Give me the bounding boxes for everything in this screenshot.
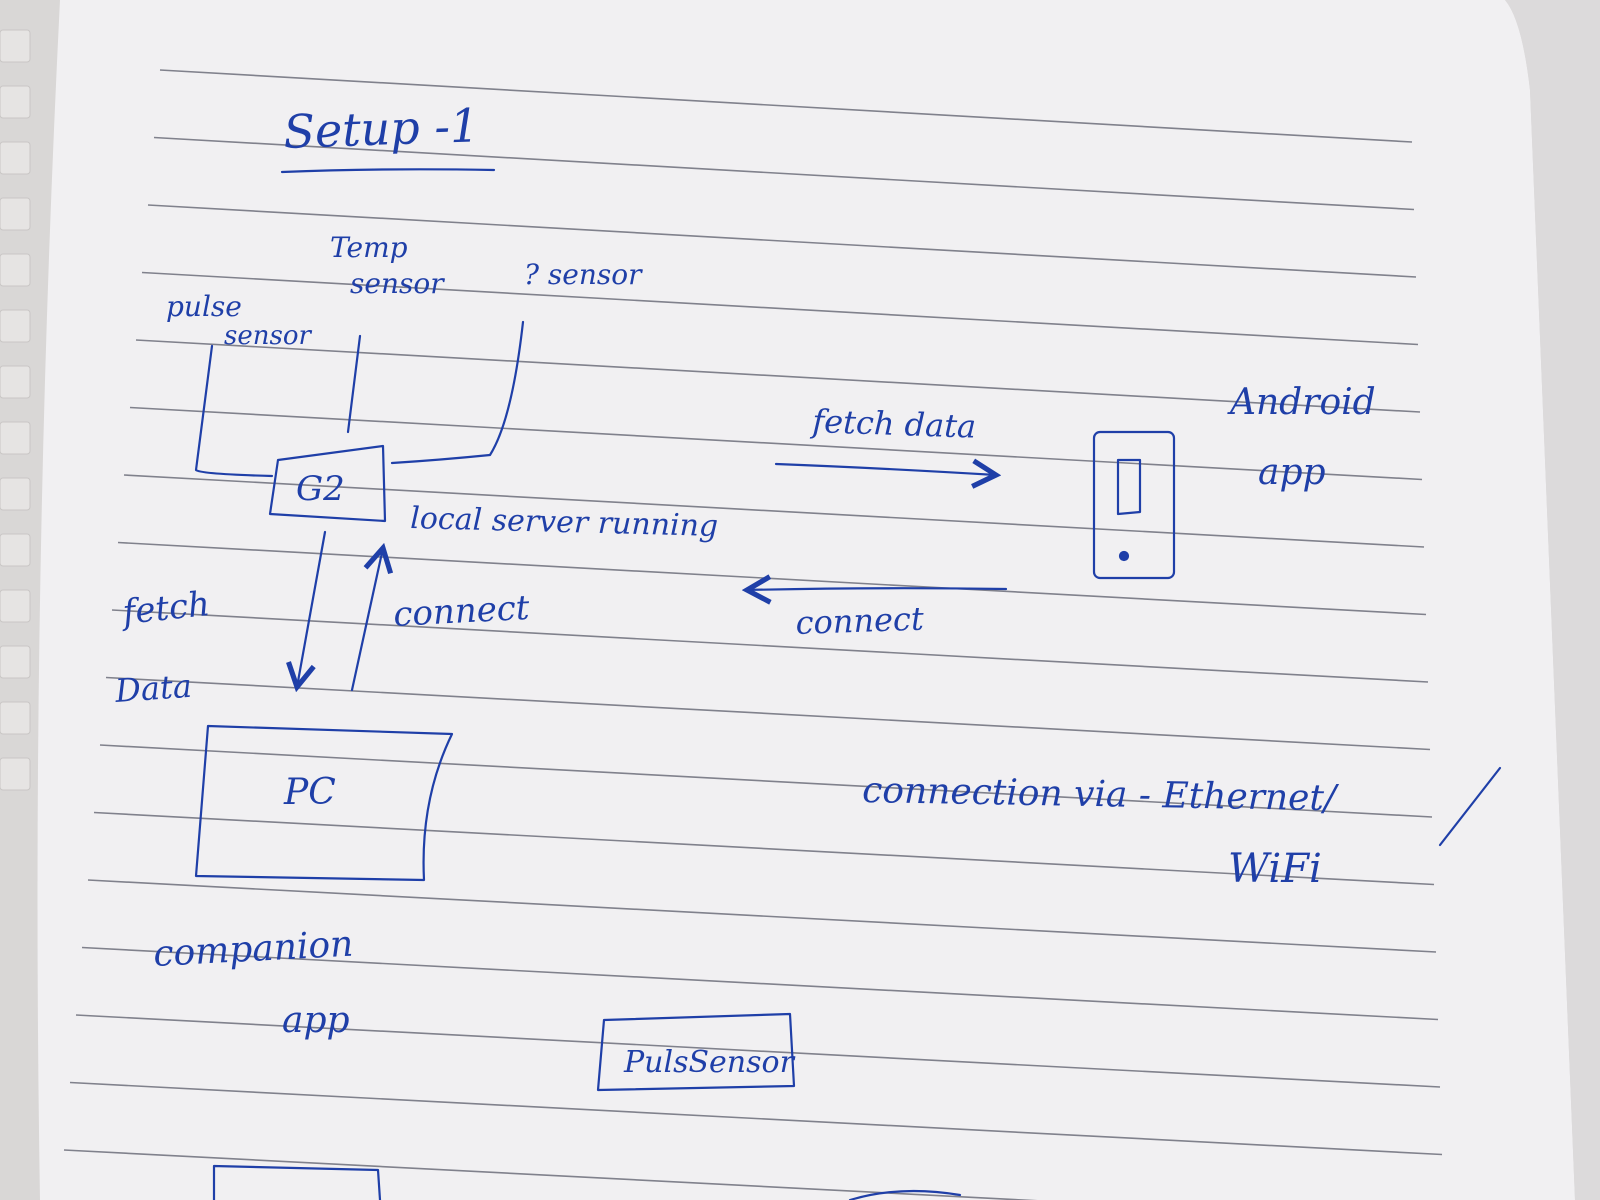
android-label-line1: Android (1227, 382, 1376, 423)
pulse-sensor-box (596, 1012, 796, 1092)
ruled-line (93, 811, 1435, 886)
ruled-line (123, 474, 1425, 548)
phone-screen-sketch (1116, 458, 1142, 516)
fetch-data-right-arrow (774, 464, 996, 475)
ruled-line (63, 1149, 1038, 1200)
pulse-sensor-label-line1: pulse (166, 290, 242, 323)
fetch-data-down-arrow (297, 530, 327, 687)
binding-tab (0, 757, 31, 791)
unknown-sensor-label: ? sensor (524, 258, 643, 291)
g2-node-label: G2 (296, 469, 345, 509)
binding-tab (0, 141, 31, 175)
phone-button-dot (1118, 550, 1130, 562)
ruled-line (117, 541, 1427, 616)
paper-right-edge-shadow (1505, 0, 1600, 1200)
binding-tab (0, 85, 31, 119)
ruled-line (129, 406, 1423, 481)
ruled-line (159, 69, 1413, 143)
binding-tab (0, 477, 31, 511)
binding-tab (0, 589, 31, 623)
pulse-sensor-wire (194, 344, 274, 478)
temp-sensor-label-line1: Temp (330, 231, 408, 264)
pc-node-label: PC (283, 772, 336, 813)
binding-tab (0, 645, 31, 679)
pc-box (194, 724, 454, 882)
binding-tab (0, 533, 31, 567)
binding-tab (0, 309, 31, 343)
companion-app-label-line2: app (282, 1000, 350, 1041)
ruled-line (81, 946, 1439, 1021)
binding-tab (0, 421, 31, 455)
unknown-sensor-wire (390, 320, 525, 465)
pulse-sensor-label-line2: sensor (224, 321, 312, 351)
pulse-sensor-box-label: PulsSensor (623, 1045, 796, 1080)
partial-bottom-box (212, 1164, 382, 1200)
local-server-label: local server running (410, 501, 719, 544)
ruled-line (147, 204, 1417, 278)
partial-bottom-stroke (848, 1189, 962, 1200)
spiral-binding-tabs (0, 29, 31, 791)
ruled-line (75, 1014, 1441, 1088)
android-phone-sketch (1092, 430, 1176, 580)
android-label-line2: app (1258, 452, 1326, 493)
binding-tab (0, 197, 31, 231)
connect-left-arrow (747, 588, 1008, 590)
fetch-data-right-label: fetch data (810, 402, 977, 446)
binding-tab (0, 365, 31, 399)
binding-tab (0, 253, 31, 287)
fetch-data-down-label-line1: fetch (118, 584, 212, 633)
temp-sensor-label-line2: sensor (350, 267, 445, 300)
ruled-line (141, 271, 1419, 346)
g2-box (268, 444, 387, 523)
connect-up-label: connect (392, 588, 530, 635)
ruled-line (153, 136, 1415, 211)
connection-label-line1: connection via - Ethernet/ (862, 770, 1340, 819)
ruled-line (69, 1081, 1443, 1156)
ruled-line (99, 744, 1433, 818)
diagram-title: Setup -1 (282, 98, 479, 159)
notebook-paper (37, 0, 1575, 1200)
binding-tab (0, 701, 31, 735)
connect-left-label: connect (795, 600, 925, 642)
temp-sensor-wire (346, 334, 362, 434)
connection-label-line2: WiFi (1228, 846, 1322, 892)
ruled-line (105, 676, 1431, 751)
title-underline (280, 168, 496, 174)
fetch-data-down-label-line2: Data (113, 667, 193, 710)
ruled-line (111, 609, 1429, 683)
ruled-line (87, 879, 1437, 953)
binding-tab (0, 29, 31, 63)
connect-up-arrow (350, 548, 383, 692)
ethernet-slash (1438, 766, 1502, 847)
ruled-lines (63, 69, 1443, 1200)
ruled-line (135, 339, 1421, 413)
